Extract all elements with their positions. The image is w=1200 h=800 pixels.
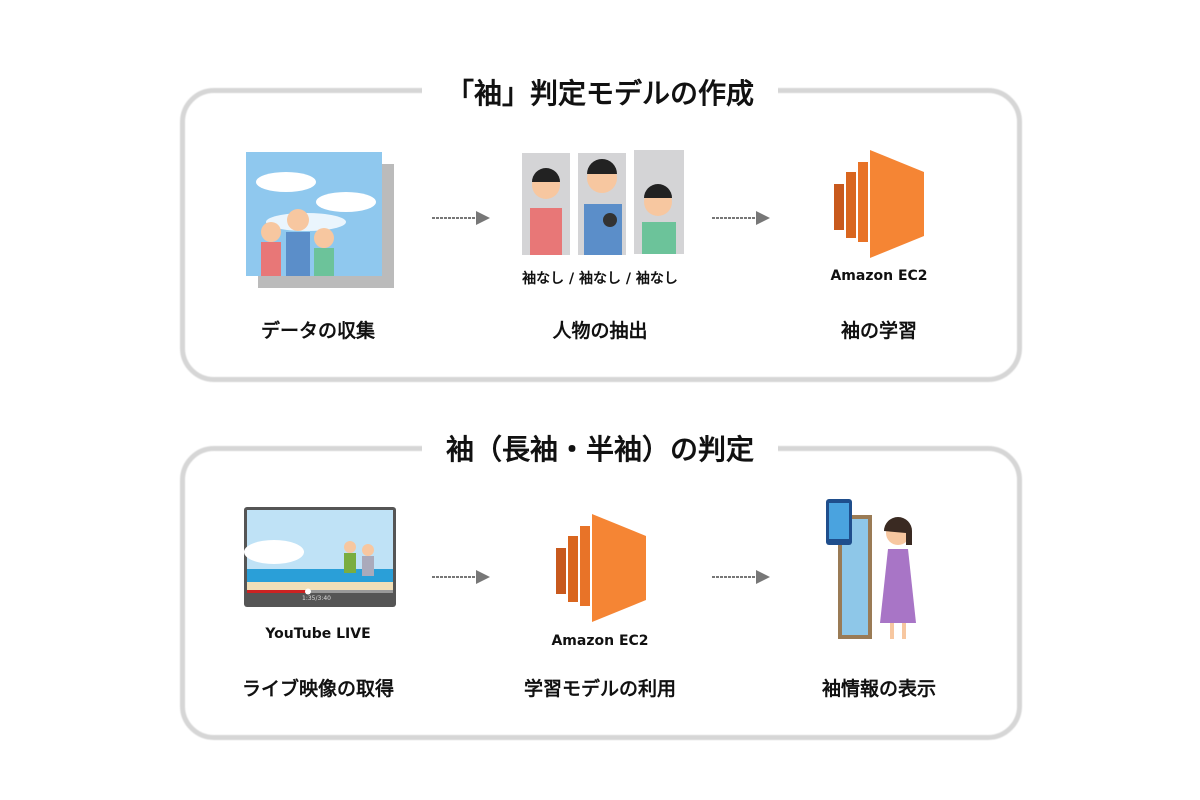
step-label-model-use: 学習モデルの利用	[523, 678, 676, 700]
section-title-model-creation: 「袖」判定モデルの作成	[0, 72, 1200, 112]
step-label-live-capture: ライブ映像の取得	[241, 678, 394, 700]
family-photo-icon	[246, 152, 396, 290]
amazon-ec2-icon	[556, 514, 646, 626]
step-label-sleeve-display: 袖情報の表示	[821, 678, 936, 700]
caption-amazon-ec2: Amazon EC2	[830, 268, 928, 284]
step-label-person-extraction: 人物の抽出	[552, 320, 648, 342]
caption-no-sleeves: 袖なし / 袖なし / 袖なし	[522, 271, 678, 287]
step-label-data-collection: データの収集	[260, 320, 375, 342]
amazon-ec2-icon	[834, 150, 924, 262]
arrow-right-icon	[712, 211, 770, 225]
arrow-right-icon	[432, 211, 490, 225]
section-title-judgement: 袖（長袖・半袖）の判定	[0, 428, 1200, 468]
caption-youtube-live: YouTube LIVE	[265, 626, 371, 642]
video-time: 1:35/3:40	[302, 595, 331, 602]
video-player-icon[interactable]: 1:35/3:40	[244, 507, 396, 607]
step-label-sleeve-learning: 袖の学習	[840, 320, 917, 342]
caption-amazon-ec2: Amazon EC2	[551, 633, 649, 649]
arrow-right-icon	[432, 570, 490, 584]
mirror-display-icon	[824, 497, 934, 647]
arrow-right-icon	[712, 570, 770, 584]
cropped-people-icon	[520, 150, 686, 258]
